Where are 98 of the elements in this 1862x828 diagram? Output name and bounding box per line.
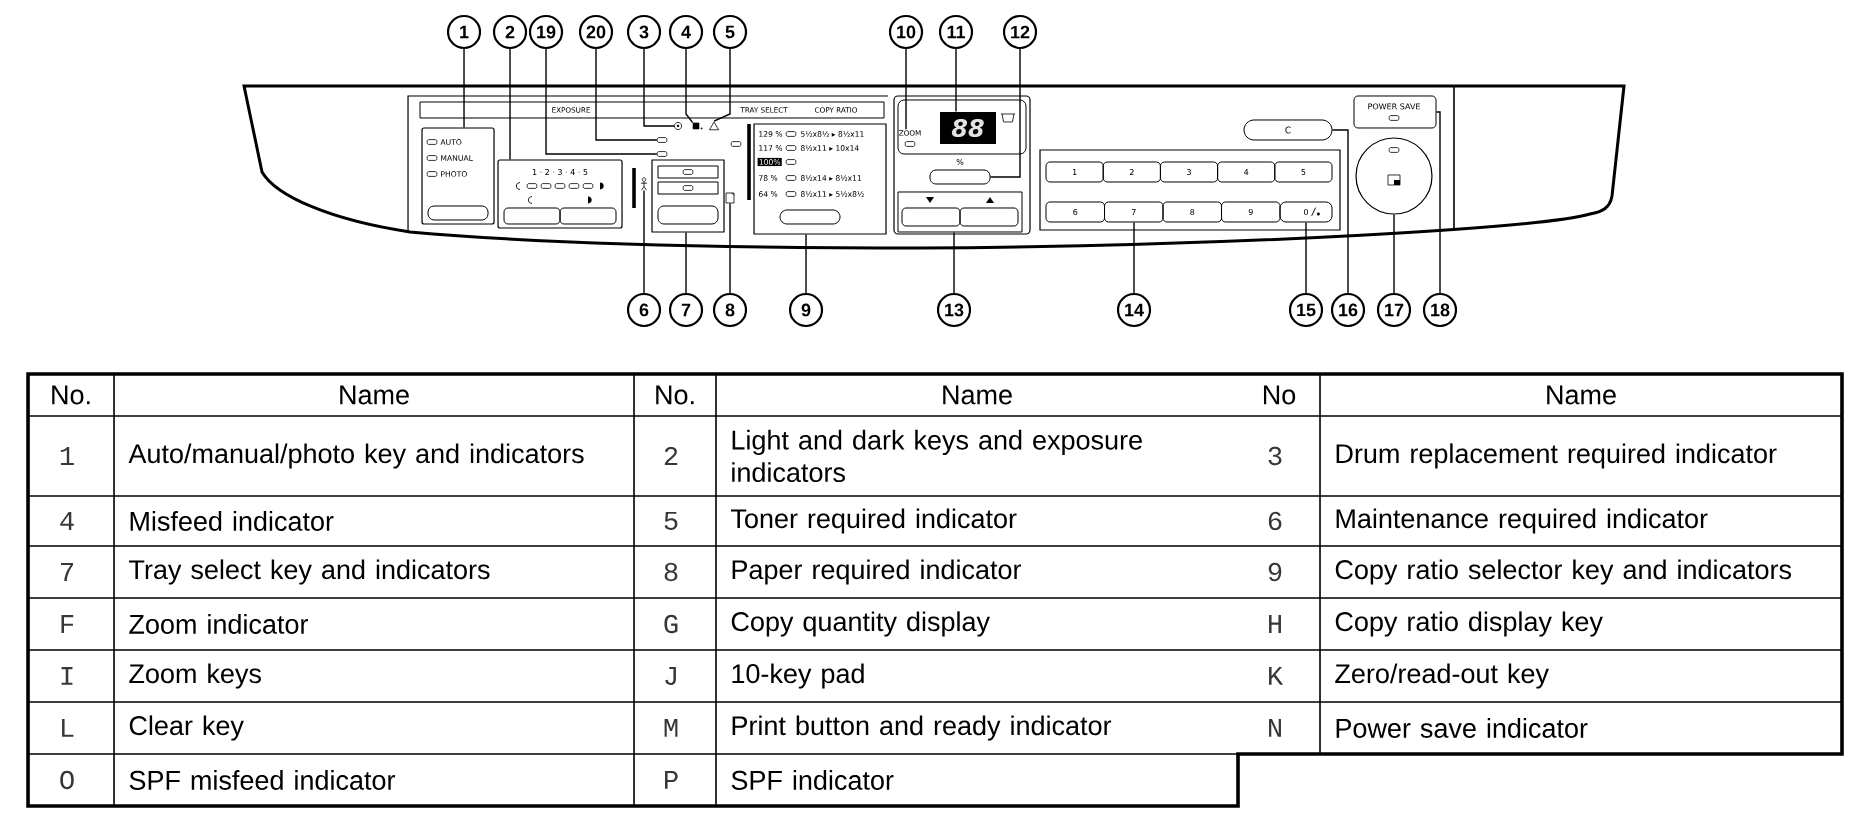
item-number: G — [664, 614, 678, 634]
leader-line — [545, 48, 658, 155]
callout-number: 4 — [668, 14, 704, 50]
item-name: Tray select key and indicators — [129, 559, 490, 585]
leader-line — [685, 231, 687, 294]
item-number: 4 — [60, 512, 74, 530]
column-header: No — [1264, 385, 1296, 405]
item-number: L — [62, 719, 74, 737]
leader-line — [729, 202, 731, 294]
leader-line — [905, 48, 907, 130]
leader-line — [955, 48, 957, 113]
callout-number: 14 — [1116, 292, 1152, 328]
square-icon — [692, 122, 703, 130]
item-name: Maintenance required indicator — [1336, 508, 1708, 534]
tray-panel — [651, 159, 725, 233]
key-panel — [897, 191, 1023, 233]
callout-number: 19 — [528, 14, 564, 50]
callout-number: 11 — [938, 14, 974, 50]
item-number: F — [61, 615, 74, 633]
callout-number: 5 — [712, 14, 748, 50]
leader-line — [1435, 111, 1441, 294]
item-name: Light and dark keys and exposure indicators — [732, 429, 1142, 483]
item-number: 5 — [664, 511, 678, 530]
item-number: I — [61, 667, 73, 685]
item-name: Clear key — [129, 715, 244, 741]
item-number: 7 — [61, 563, 73, 581]
item-name: Zoom keys — [129, 663, 261, 689]
item-name: SPF indicator — [731, 770, 894, 790]
column-header: Name — [1547, 385, 1616, 405]
paper-icon — [725, 192, 735, 204]
leader-line — [685, 48, 694, 124]
item-number: J — [665, 666, 676, 685]
leader-line — [463, 48, 465, 129]
callout-number: 7 — [668, 292, 704, 328]
leader-line — [713, 48, 731, 122]
item-name: Copy ratio selector key and indicators — [1335, 559, 1792, 585]
callout-number: 15 — [1288, 292, 1324, 328]
leader-line — [1305, 221, 1307, 294]
leader-line — [805, 233, 807, 294]
print-button — [1355, 137, 1433, 215]
column-header: No. — [52, 385, 90, 405]
item-name: Print button and ready indicator — [732, 715, 1112, 741]
item-name: SPF misfeed indicator — [129, 770, 395, 790]
callout-number: 1 — [446, 14, 482, 50]
callout-number: 9 — [788, 292, 824, 328]
callout-number: 3 — [626, 14, 662, 50]
item-number: 9 — [1268, 562, 1282, 582]
indicator-lamp — [656, 151, 668, 157]
leader-line — [643, 48, 675, 127]
item-number: N — [1269, 719, 1281, 737]
leader-line — [953, 231, 955, 294]
item-number: O — [60, 770, 74, 790]
leader-line — [1331, 129, 1349, 294]
callout-number: 20 — [578, 14, 614, 50]
callout-number: 17 — [1376, 292, 1412, 328]
leader-line — [643, 189, 645, 294]
indicator-lamp — [656, 137, 668, 143]
callout-number: 8 — [712, 292, 748, 328]
column-header: Name — [943, 385, 1012, 405]
item-name: Misfeed indicator — [130, 511, 334, 531]
item-number: 6 — [1268, 511, 1282, 531]
digital-display: 88 — [940, 112, 996, 144]
callout-number: 18 — [1422, 292, 1458, 328]
person-icon — [640, 177, 648, 191]
item-name: Paper required indicator — [732, 559, 1022, 585]
leader-line — [989, 48, 1021, 178]
item-name: 10-key pad — [732, 663, 864, 689]
column-header: No. — [656, 385, 694, 405]
leader-line — [1393, 213, 1395, 294]
circle-icon — [674, 122, 682, 130]
callout-number: 12 — [1002, 14, 1038, 50]
item-number: 3 — [1268, 446, 1282, 466]
column-header: Name — [340, 385, 409, 405]
callout-number: 2 — [492, 14, 528, 50]
item-number: 2 — [664, 446, 678, 465]
item-name: Toner required indicator — [731, 508, 1017, 534]
callout-number: 16 — [1330, 292, 1366, 328]
leader-line — [1133, 221, 1135, 294]
item-name: Power save indicator — [1336, 718, 1588, 738]
callout-number: 10 — [888, 14, 924, 50]
item-number: M — [664, 719, 678, 737]
item-name: Copy quantity display — [731, 611, 990, 637]
item-number: 8 — [664, 562, 678, 582]
key — [929, 169, 991, 185]
item-number: K — [1269, 667, 1284, 685]
triangle-icon — [709, 121, 719, 131]
item-name: Copy ratio display key — [1335, 611, 1603, 637]
leader-line — [509, 48, 511, 161]
item-number: P — [665, 771, 678, 789]
item-name: Zoom indicator — [129, 614, 308, 634]
item-name: Auto/manual/photo key and indicators — [128, 443, 584, 469]
item-name: Drum replacement required indicator — [1336, 443, 1777, 469]
item-name: Zero/read-out key — [1335, 663, 1549, 689]
callout-number: 6 — [626, 292, 662, 328]
item-number: 1 — [60, 447, 74, 465]
callout-number: 13 — [936, 292, 972, 328]
item-number: H — [1269, 615, 1281, 633]
leader-line — [595, 48, 658, 141]
